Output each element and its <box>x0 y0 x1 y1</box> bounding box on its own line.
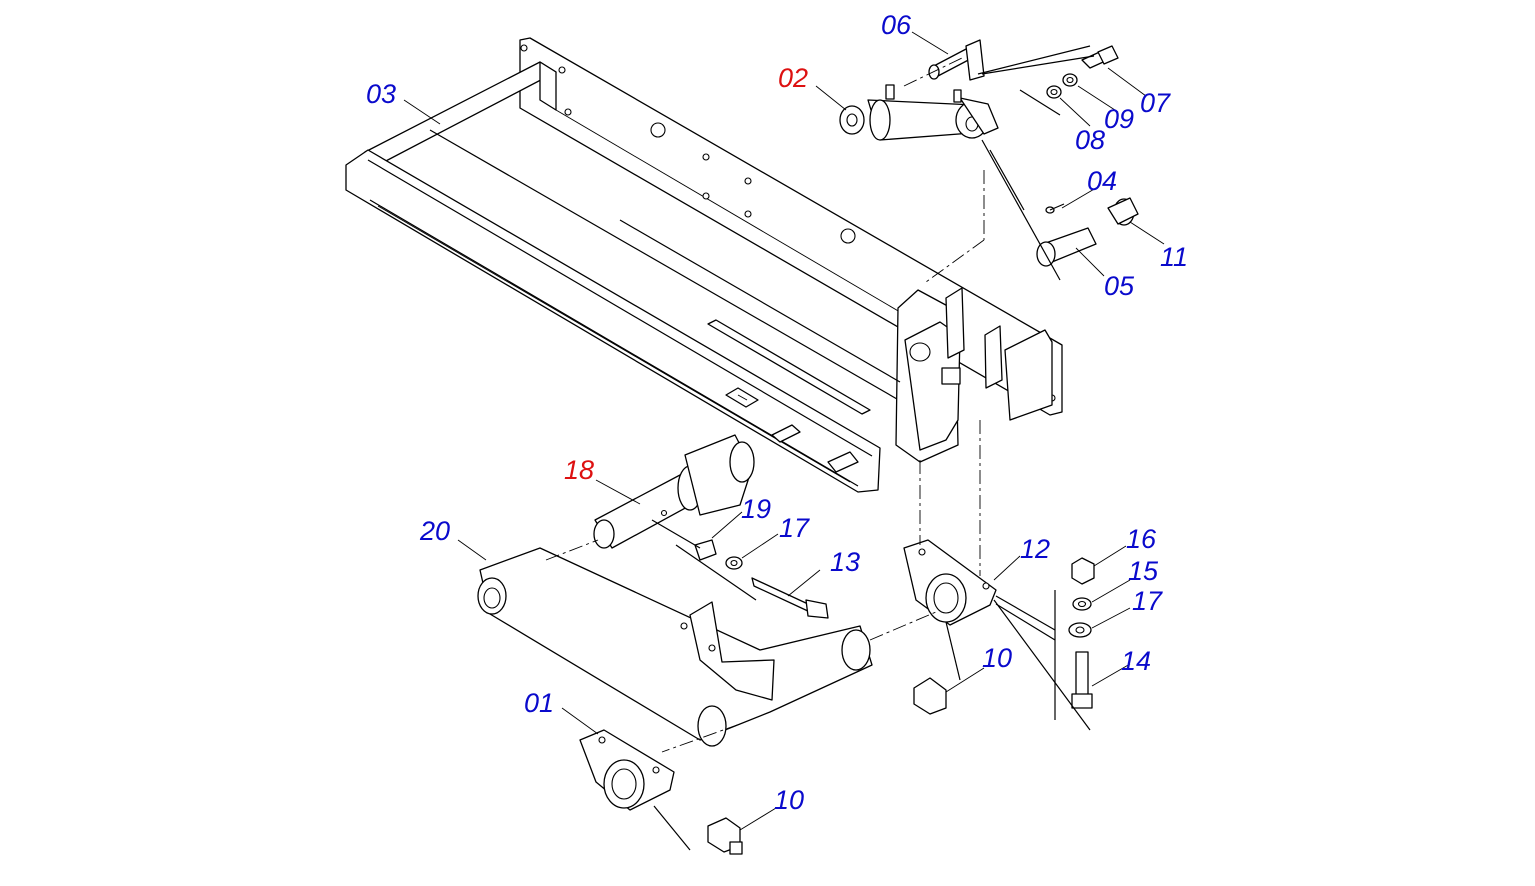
hydraulic-cylinder <box>839 84 999 141</box>
callout-16: 16 <box>1126 524 1157 554</box>
callout-labels: 03 02 06 07 09 08 04 11 05 18 19 17 13 2… <box>366 10 1188 815</box>
assembly-lines <box>545 45 1095 851</box>
callout-08: 08 <box>1075 125 1105 155</box>
callout-12-label: 12 <box>1020 534 1050 564</box>
callout-03: 03 <box>366 79 396 109</box>
callout-05: 05 <box>1104 271 1135 301</box>
callout-19: 19 <box>741 494 771 524</box>
bearing-bracket-upper <box>903 539 997 715</box>
callout-09: 09 <box>1104 104 1134 134</box>
callout-17-right: 17 <box>1132 586 1163 616</box>
fasteners-right <box>1068 557 1095 709</box>
callout-20: 20 <box>419 516 450 546</box>
callout-06: 06 <box>881 10 912 40</box>
callout-18: 18 <box>564 455 594 485</box>
callout-14: 14 <box>1121 646 1151 676</box>
axle-hub-assembly <box>593 434 755 549</box>
fasteners-mid <box>694 539 829 619</box>
callout-17-mid: 17 <box>779 513 810 543</box>
bearing-bracket-lower <box>579 729 743 855</box>
swing-arm <box>477 547 873 747</box>
callout-11: 11 <box>1160 242 1188 272</box>
callout-04: 04 <box>1087 166 1117 196</box>
callout-13: 13 <box>830 547 860 577</box>
callout-15: 15 <box>1128 556 1159 586</box>
leader-lines <box>403 31 1165 831</box>
callout-10-lower: 10 <box>774 785 804 815</box>
frame-assembly <box>345 37 1063 493</box>
callout-10-upper: 10 <box>982 643 1012 673</box>
callout-07: 07 <box>1140 88 1171 118</box>
callout-01: 01 <box>524 688 554 718</box>
callout-02: 02 <box>778 63 808 93</box>
